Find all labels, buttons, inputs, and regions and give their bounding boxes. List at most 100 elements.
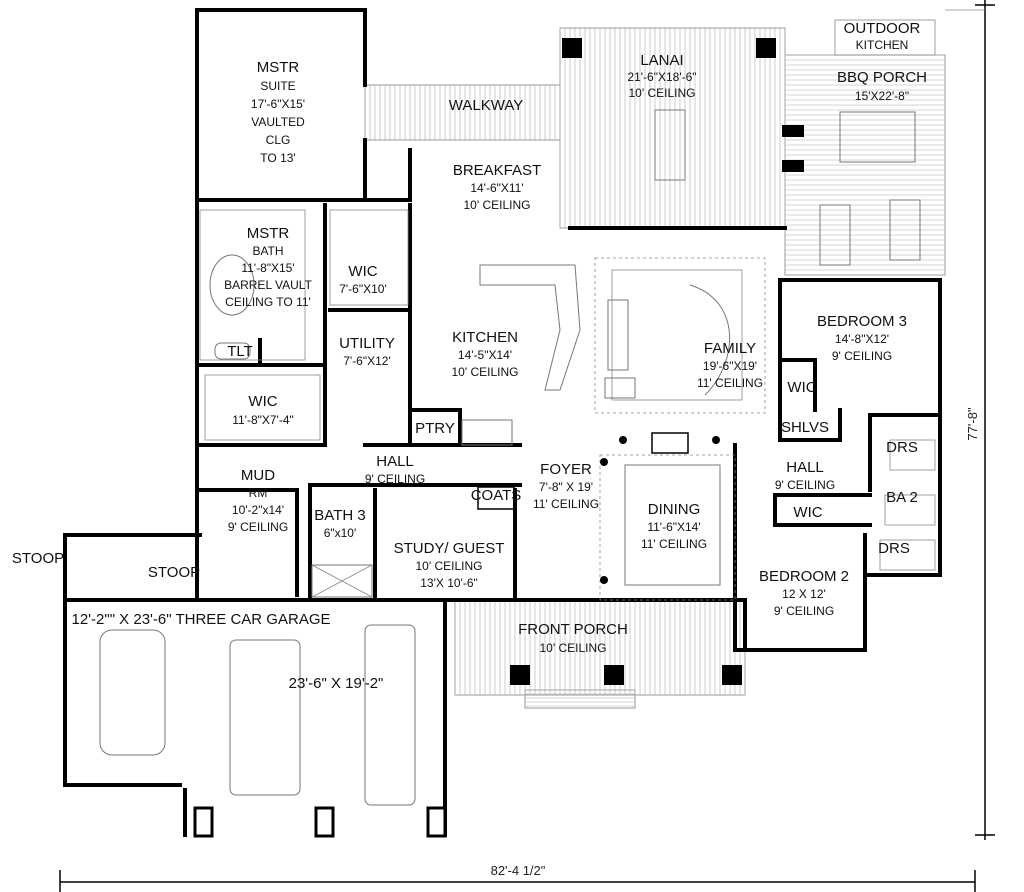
room-label-line: MSTR — [257, 59, 300, 76]
room-label-line: TLT — [227, 343, 253, 360]
room-label-line: BA 2 — [886, 489, 918, 506]
room-label-line: 11'-6"X14' — [647, 520, 700, 534]
room-label-line: 11' CEILING — [533, 497, 599, 511]
room-label-line: LANAI — [640, 52, 683, 69]
room-label-line: RM — [249, 486, 268, 500]
room-label-line: 10' CEILING — [629, 86, 696, 100]
room-label-line: BEDROOM 2 — [759, 568, 849, 585]
room-label-line: 9' CEILING — [228, 520, 288, 534]
room-label-line: 7'-8" X 19' — [539, 480, 593, 494]
label-wic-hall: WIC — [793, 504, 822, 521]
room-label-line: 11' CEILING — [697, 376, 763, 390]
label-wic-master: WIC 7'-6"X10' — [339, 263, 387, 296]
room-label-line: BATH — [252, 244, 283, 258]
room-label-line: SHLVS — [781, 419, 829, 436]
room-label-line: WIC — [348, 263, 377, 280]
label-bbq-porch: BBQ PORCH 15'X22'-8" — [837, 69, 927, 103]
room-label-line: HALL — [786, 459, 824, 476]
room-label-line: BEDROOM 3 — [817, 313, 907, 330]
room-label-line: 6"x10' — [324, 526, 357, 540]
room-label-line: FAMILY — [704, 340, 756, 357]
room-label-line: 9' CEILING — [775, 478, 835, 492]
room-label-line: 12'-2"" X 23'-6" THREE CAR GARAGE — [71, 611, 330, 628]
room-label-line: 13'X 10'-6" — [420, 576, 478, 590]
room-label-line: STOOP — [148, 564, 200, 581]
room-label-line: 23'-6" X 19'-2" — [289, 675, 384, 692]
room-label-line: 9' CEILING — [832, 349, 892, 363]
room-label-line: OUTDOOR — [844, 20, 921, 37]
room-label-line: 21'-6"X18'-6" — [627, 70, 696, 84]
room-label-line: BARREL VAULT — [224, 278, 312, 292]
room-label-line: FRONT PORCH — [518, 621, 628, 638]
room-label-line: KITCHEN — [856, 38, 909, 52]
label-drs-top: DRS — [886, 439, 918, 456]
room-label-line: CLG — [266, 133, 291, 147]
room-label-line: 14'-5"X14' — [458, 348, 512, 362]
room-label-line: KITCHEN — [452, 329, 518, 346]
label-garage-title: 12'-2"" X 23'-6" THREE CAR GARAGE — [71, 611, 330, 628]
label-ba2: BA 2 — [886, 489, 918, 506]
room-label-line: 11'-8"X15' — [241, 261, 294, 275]
room-label-line: DINING — [648, 501, 701, 518]
room-label-line: FOYER — [540, 461, 592, 478]
label-foyer: FOYER 7'-8" X 19' 11' CEILING — [533, 461, 599, 511]
room-label-line: 10'-2"x14' — [232, 503, 284, 517]
label-mstr-suite: MSTR SUITE 17'-6"X15' VAULTED CLG TO 13' — [251, 59, 305, 165]
room-label-line: 10' CEILING — [452, 365, 519, 379]
room-label-line: STOOP — [12, 550, 64, 567]
label-mud-rm: MUD RM 10'-2"x14' 9' CEILING — [228, 467, 288, 534]
room-label-line: 9' CEILING — [774, 604, 834, 618]
label-stoop-garage: STOOP — [148, 564, 200, 581]
label-utility: UTILITY 7'-6"X12' — [339, 335, 395, 368]
room-label-line: WIC — [787, 379, 816, 396]
room-label-line: 7'-6"X10' — [339, 282, 387, 296]
room-label-line: PTRY — [415, 420, 455, 437]
room-label-line: COATS — [471, 487, 522, 504]
label-hall-main: HALL 9' CEILING — [365, 453, 425, 486]
room-label-line: WIC — [248, 393, 277, 410]
room-label-line: DRS — [886, 439, 918, 456]
room-label-line: TO 13' — [260, 151, 295, 165]
label-dining: DINING 11'-6"X14' 11' CEILING — [641, 501, 707, 551]
detail-lines — [99, 19, 936, 806]
label-tlt: TLT — [227, 343, 253, 360]
label-kitchen: KITCHEN 14'-5"X14' 10' CEILING — [452, 329, 519, 379]
room-label-line: VAULTED — [251, 115, 305, 129]
room-labels: MSTR SUITE 17'-6"X15' VAULTED CLG TO 13' WALK… — [12, 20, 980, 878]
label-ptry: PTRY — [415, 420, 455, 437]
room-label-line: 15'X22'-8" — [855, 89, 909, 103]
room-label-line: UTILITY — [339, 335, 395, 352]
overall-width-dimension: 82'-4 1/2" — [491, 863, 546, 878]
label-shlvs: SHLVS — [781, 419, 829, 436]
porch-posts — [510, 38, 804, 685]
room-label-line: 19'-6"X19' — [703, 359, 757, 373]
room-label-line: 14'-6"X11' — [470, 181, 523, 195]
room-label-line: STUDY/ GUEST — [394, 540, 505, 557]
room-label-line: SUITE — [260, 79, 295, 93]
room-label-line: 11' CEILING — [641, 537, 707, 551]
room-label-line: 7'-6"X12' — [343, 354, 391, 368]
room-label-line: BREAKFAST — [453, 162, 541, 179]
room-label-line: MUD — [241, 467, 275, 484]
room-label-line: 14'-8"X12' — [835, 332, 889, 346]
room-label-line: WIC — [793, 504, 822, 521]
label-coats: COATS — [471, 487, 522, 504]
label-hall-bed: HALL 9' CEILING — [775, 459, 835, 492]
room-label-line: 17'-6"X15' — [251, 97, 305, 111]
room-label-line: BBQ PORCH — [837, 69, 927, 86]
label-garage-dim: 23'-6" X 19'-2" — [289, 675, 384, 692]
deck-hatch-lines — [364, 28, 945, 707]
room-label-line: HALL — [376, 453, 414, 470]
label-study: STUDY/ GUEST 10' CEILING 13'X 10'-6" — [394, 540, 505, 590]
label-wic-bed3: WIC — [787, 379, 816, 396]
room-label-line: 9' CEILING — [365, 472, 425, 486]
room-label-line: 10' CEILING — [416, 559, 483, 573]
label-walkway: WALKWAY — [449, 97, 523, 114]
